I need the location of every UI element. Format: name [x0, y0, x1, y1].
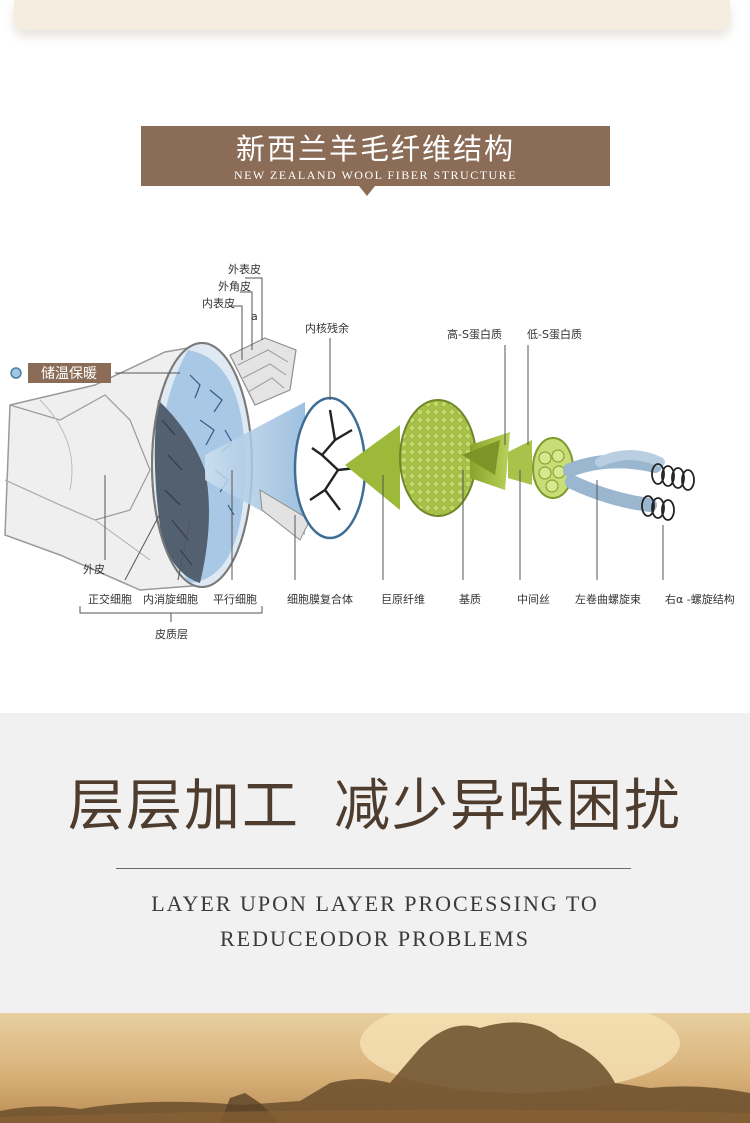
label-cuticle: 外皮	[83, 563, 105, 576]
cortex-cross-section	[151, 342, 253, 588]
label-cortex: 皮质层	[155, 628, 188, 641]
label-cell-membrane-complex: 细胞膜复合体	[287, 592, 353, 606]
label-a: a	[251, 310, 258, 323]
macrofibril	[345, 399, 574, 517]
top-card	[14, 0, 730, 30]
label-intermediate-filament: 中间丝	[517, 593, 550, 606]
scale-layers	[229, 337, 297, 406]
label-meso-cell: 内消旋细胞	[143, 592, 198, 606]
label-exocuticle: 外角皮	[218, 280, 251, 293]
landscape-photo	[0, 1013, 750, 1123]
label-ortho-cell: 正交细胞	[88, 592, 132, 606]
wool-fiber-structure-diagram: 储温保暖 外表皮 外角皮 内表皮 a 内核残余 高-S蛋白质 低-S蛋白质 外皮…	[4, 262, 735, 641]
label-medulla-residue: 内核残余	[305, 321, 349, 335]
headline-part-2: 减少异味困扰	[334, 774, 682, 839]
headline-part-1: 层层加工	[68, 774, 300, 839]
label-low-s-protein: 低-S蛋白质	[527, 327, 582, 341]
label-macrofibril: 巨原纤维	[381, 593, 425, 606]
label-epicuticle: 外表皮	[228, 262, 261, 276]
label-high-s-protein: 高-S蛋白质	[447, 327, 502, 341]
title-banner: 新西兰羊毛纤维结构 NEW ZEALAND WOOL FIBER STRUCTU…	[141, 126, 610, 186]
processing-section	[0, 713, 750, 1013]
banner-pointer	[359, 186, 375, 196]
label-right-alpha-helix: 右α -螺旋结构	[665, 592, 735, 606]
banner-subtitle: NEW ZEALAND WOOL FIBER STRUCTURE	[233, 168, 518, 182]
label-left-coiled-coil: 左卷曲螺旋束	[575, 592, 641, 606]
headline: 层层加工减少异味困扰	[0, 772, 750, 842]
warmth-callout: 储温保暖	[10, 363, 111, 383]
banner-title: 新西兰羊毛纤维结构	[235, 132, 515, 166]
label-matrix: 基质	[459, 593, 481, 606]
subtitle-line-2: REDUCEODOR PROBLEMS	[220, 926, 530, 951]
headline-divider	[116, 868, 631, 869]
english-subtitle: LAYER UPON LAYER PROCESSING TO REDUCEODO…	[0, 886, 750, 956]
landscape-illustration	[0, 1013, 750, 1123]
label-para-cell: 平行细胞	[213, 593, 257, 606]
subtitle-line-1: LAYER UPON LAYER PROCESSING TO	[151, 891, 599, 916]
cell-cone	[205, 396, 367, 541]
warmth-callout-label: 储温保暖	[41, 366, 97, 382]
leader-lines	[79, 277, 664, 622]
coiled-coils	[563, 450, 695, 521]
label-endocuticle: 内表皮	[202, 296, 235, 310]
